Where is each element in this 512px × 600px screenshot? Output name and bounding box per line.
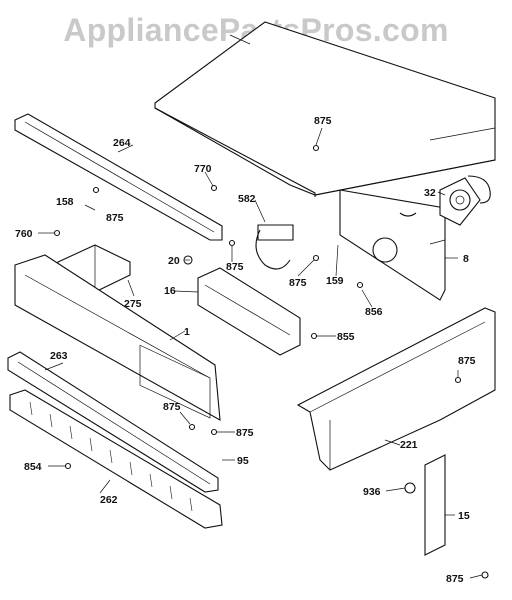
part-label-32: 32: [424, 187, 436, 199]
bracket-15: [424, 454, 446, 556]
part-label-15: 15: [458, 510, 470, 522]
part-label-770: 770: [194, 163, 212, 175]
part-label-262: 262: [100, 494, 118, 506]
part-label-8: 8: [463, 253, 469, 265]
part-label-159: 159: [326, 275, 344, 287]
part-label-263: 263: [50, 350, 68, 362]
fasteners: [53, 144, 489, 579]
part-label-875: 875: [226, 261, 244, 273]
side-panel: [296, 307, 496, 471]
part-label-20: 20: [168, 255, 180, 267]
part-label-582: 582: [238, 193, 256, 205]
rear-bracket: [339, 189, 446, 301]
part-label-95: 95: [237, 455, 249, 467]
part-label-875: 875: [236, 427, 254, 439]
part-label-760: 760: [15, 228, 33, 240]
part-label-875: 875: [106, 212, 124, 224]
part-label-854: 854: [24, 461, 42, 473]
part-label-875: 875: [163, 401, 181, 413]
fan-assembly: [439, 175, 491, 226]
part-label-855: 855: [337, 331, 355, 343]
part-label-16: 16: [164, 285, 176, 297]
part-label-875: 875: [314, 115, 332, 127]
part-label-1: 1: [184, 326, 190, 338]
control-panel: [14, 254, 221, 421]
part-label-875: 875: [446, 573, 464, 585]
leader-lines: [38, 127, 483, 579]
part-label-158: 158: [56, 196, 74, 208]
part-label-221: 221: [400, 439, 418, 451]
part-label-875: 875: [289, 277, 307, 289]
part-label-264: 264: [113, 137, 131, 149]
part-label-856: 856: [365, 306, 383, 318]
control-board: [197, 267, 301, 356]
part-label-875: 875: [458, 355, 476, 367]
part-label-275: 275: [124, 298, 142, 310]
part-label-936: 936: [363, 486, 381, 498]
wire-harness: [255, 224, 294, 270]
part-labels: 875 264 770 32 158 875 582 760 20 875 8 …: [15, 115, 476, 585]
lower-trim: [7, 351, 219, 493]
vent-grille: [9, 389, 223, 529]
vent-trim: [14, 113, 223, 241]
top-cover-panel: [154, 21, 496, 197]
